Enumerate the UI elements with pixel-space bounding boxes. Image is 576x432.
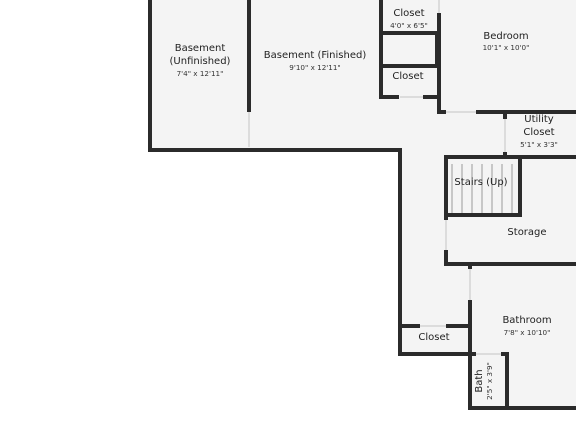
walls (148, 0, 576, 410)
closet-bottom-name: Closet (418, 332, 449, 343)
storage-name: Storage (507, 227, 546, 238)
bathroom-name: Bathroom (502, 315, 551, 326)
utility-closet-name-2: Closet (523, 127, 554, 138)
door-openings (248, 0, 506, 355)
bedroom-dimensions: 10'1" x 10'0" (483, 43, 530, 52)
bathroom-dimensions: 7'8" x 10'10" (504, 328, 551, 337)
closet-top-name: Closet (393, 8, 424, 19)
basement-unfinished-name-1: Basement (175, 43, 226, 54)
stairs-name: Stairs (Up) (454, 177, 507, 188)
utility-closet-name-1: Utility (524, 114, 553, 125)
stair-treads (451, 164, 513, 213)
floor-hall (400, 150, 576, 354)
utility-closet-dimensions: 5'1" x 3'3" (520, 140, 558, 149)
basement-unfinished-name-2: (Unfinished) (170, 56, 231, 67)
basement-unfinished-dimensions: 7'4" x 12'11" (177, 69, 224, 78)
bedroom-name: Bedroom (483, 31, 528, 42)
bath-dimensions: 2'5" x 3'9" (485, 362, 494, 400)
closet-top-dimensions: 4'0" x 6'5" (390, 21, 428, 30)
basement-finished-dimensions: 9'10" x 12'11" (289, 63, 340, 72)
room-labels: Basement (Unfinished) 7'4" x 12'11" Base… (170, 8, 558, 400)
closet-mid-name: Closet (392, 71, 423, 82)
floor-bath-strip (470, 354, 576, 408)
basement-finished-name: Basement (Finished) (264, 50, 367, 61)
floor-areas (150, 0, 576, 408)
bath-name: Bath (474, 369, 485, 392)
